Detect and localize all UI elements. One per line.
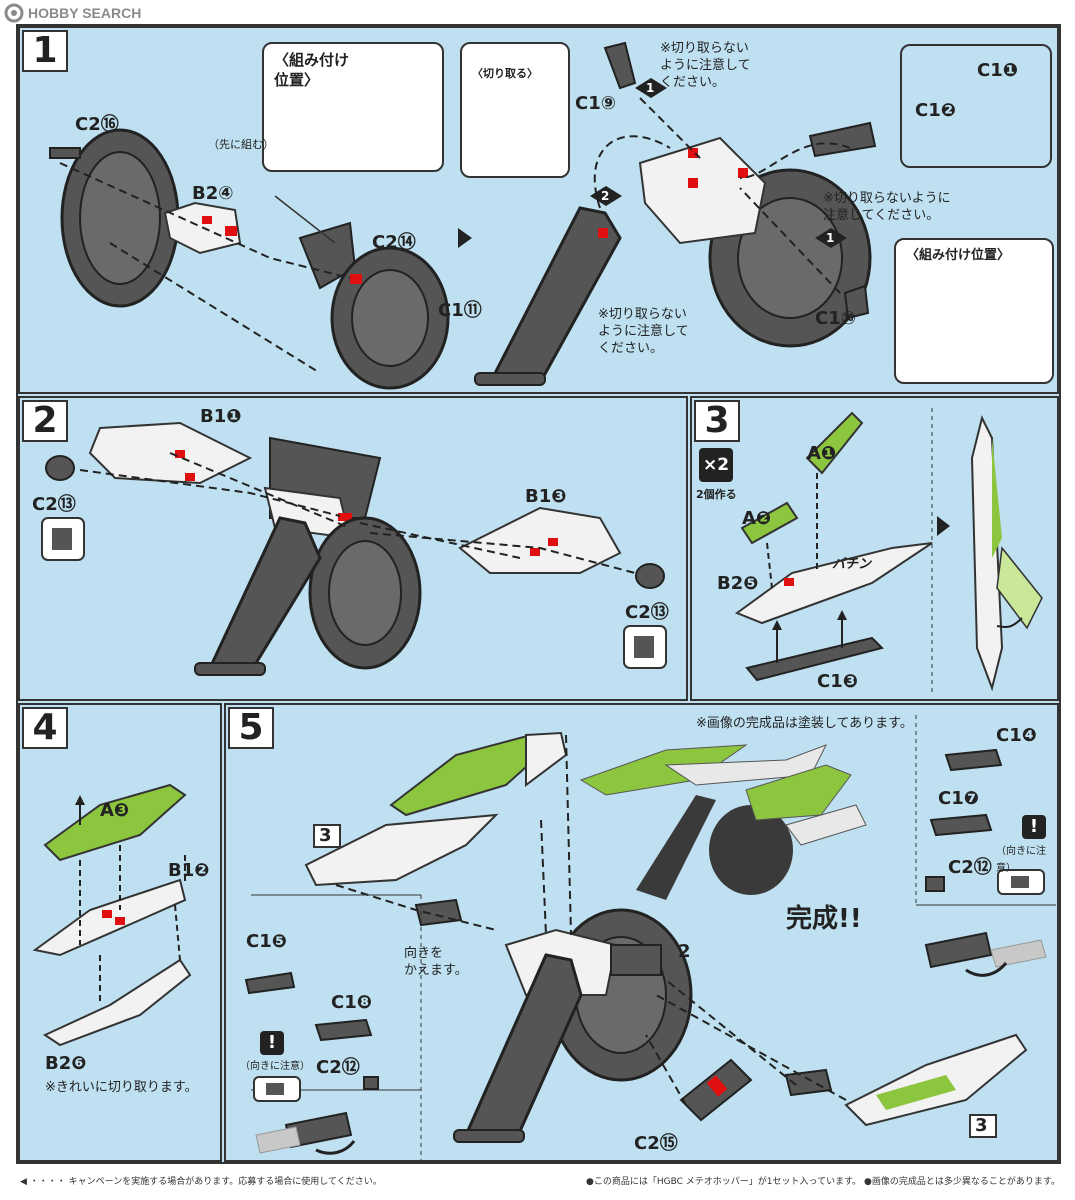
make-two-badge: ×2 (699, 448, 733, 482)
step-5-number: 5 (228, 707, 274, 749)
part-label-c2-16: C2⑯ (75, 114, 119, 135)
callout-c1-parts (900, 44, 1052, 168)
step-3-illustration (734, 408, 1043, 693)
part-label-c1-7: C1❼ (938, 788, 979, 809)
part-label-b1-1: B1❶ (200, 406, 242, 427)
part-label-c1-5: C1❺ (246, 931, 287, 952)
part-label-c2-14: C2⑭ (372, 232, 416, 253)
part-label-c1-11: C1⑪ (438, 300, 482, 321)
hobbysearch-logo-icon (4, 3, 24, 23)
part-label-a2: A❷ (742, 508, 772, 529)
callout-assembly-position-2-text: 〈組み付け位置〉 (906, 248, 1011, 263)
step-4-panel: 4 A❸ B1❷ B2❻ ※きれいに切り取ります。 (18, 703, 222, 1162)
step-4-number: 4 (22, 707, 68, 749)
step-1-number: 1 (22, 30, 68, 72)
part-label-c2-12-left: C2⑫ (316, 1057, 360, 1078)
instruction-sheet: 1 (16, 24, 1061, 1164)
part-label-c1-9: C1⑨ (575, 93, 616, 114)
step-2-illustration (41, 421, 667, 676)
part-label-c2-13-right: C2⑬ (625, 602, 669, 623)
part-label-c1-10: C1⑩ (815, 308, 856, 329)
part-label-b1-2: B1❷ (168, 860, 210, 881)
caution-icon-left: ! (260, 1031, 284, 1055)
part-label-c1-3: C1❸ (817, 671, 858, 692)
footer-left: ◀ ・・・・ キャンペーンを実施する場合があります。応募する場合に使用してくださ… (20, 1177, 382, 1187)
note-no-cut-3: ※切り取らない ように注意して ください。 (598, 307, 689, 356)
step-3-panel: 3 ×2 2個作る A❶ A❷ (690, 396, 1059, 701)
part-label-c2-12-right: C2⑫ (948, 857, 992, 878)
caution-caption-right: （向きに注意） (996, 846, 1046, 874)
watermark-text: HOBBY SEARCH (28, 5, 142, 21)
subassembly-ref-3-top: 3 (319, 825, 332, 846)
step-4-illustration (32, 783, 192, 1047)
order-marker-2: 2 (601, 189, 610, 203)
callout-first-text: （先に組む） (208, 138, 274, 151)
step-3-number: 3 (694, 400, 740, 442)
step-2-panel: 2 (18, 396, 688, 701)
part-label-c2-15: C2⑮ (634, 1133, 678, 1154)
step-2-number: 2 (22, 400, 68, 442)
part-label-b2-4: B2④ (192, 183, 234, 204)
part-label-b1-3: B1❸ (525, 486, 567, 507)
part-label-b2-6: B2❻ (45, 1053, 87, 1074)
make-two-caption: 2個作る (696, 488, 737, 501)
part-label-c1-4: C1❹ (996, 725, 1037, 746)
order-marker-1: 1 (646, 81, 655, 95)
part-label-a1: A❶ (807, 443, 837, 464)
part-label-c1-8: C1❽ (331, 992, 372, 1013)
note-no-cut-1: ※切り取らない ように注意して ください。 (660, 41, 751, 90)
step-5-panel: 5 (224, 703, 1059, 1164)
step-1-illustration (49, 41, 877, 390)
caution-icon-right: ! (1022, 815, 1046, 839)
callout-assembly-position-text: 〈組み付け 位置〉 (274, 51, 350, 89)
part-label-b2-5: B2❺ (717, 573, 759, 594)
part-label-c2-13-left: C2⑬ (32, 494, 76, 515)
caution-caption-left: （向きに注意） (240, 1061, 310, 1072)
painted-note: ※画像の完成品は塗装してあります。 (696, 716, 913, 731)
callout-cut-text: 〈切り取る〉 (472, 67, 538, 80)
order-marker-3: 1 (826, 231, 835, 245)
footer-right: ●この商品には「HGBC メテオホッパー」が1セット入っています。 ●画像の完成… (586, 1177, 1060, 1187)
step-1-panel: 1 (18, 26, 1059, 394)
part-label-a3: A❸ (100, 800, 130, 821)
watermark: HOBBY SEARCH (4, 2, 141, 24)
snap-sound-text: パチン (832, 557, 872, 572)
subassembly-ref-3-bottom: 3 (975, 1115, 988, 1136)
callout-assembly-position-2: 〈組み付け位置〉 (894, 238, 1054, 384)
footer: ◀ ・・・・ キャンペーンを実施する場合があります。応募する場合に使用してくださ… (20, 1174, 1060, 1187)
complete-text: 完成!! (786, 904, 862, 934)
subassembly-ref-2: 2 (678, 941, 691, 962)
clean-cut-note: ※きれいに切り取ります。 (45, 1080, 198, 1095)
step-5-illustration (244, 715, 1056, 1164)
turn-note: 向きを かえます。 (404, 946, 468, 978)
part-label-c1-2: C1❷ (915, 100, 956, 121)
callout-cut: 〈切り取る〉 (460, 42, 570, 178)
callout-assembly-position: 〈組み付け 位置〉 (262, 42, 444, 172)
part-label-c1-1: C1❶ (977, 60, 1018, 81)
note-no-cut-2: ※切り取らないように 注意してください。 (823, 191, 951, 223)
